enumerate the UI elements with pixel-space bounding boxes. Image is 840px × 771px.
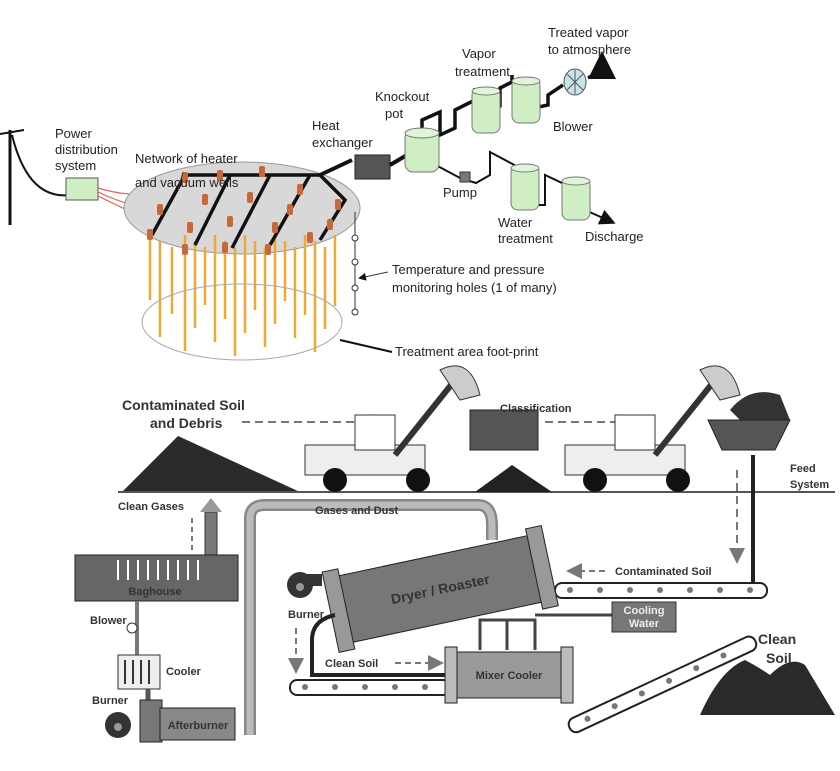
heater-well <box>307 232 313 243</box>
blower-label-bottom: Blower <box>90 615 127 627</box>
monitoring-hole <box>351 212 389 316</box>
blower-icon <box>126 622 138 634</box>
contaminated-soil-pile <box>122 436 300 492</box>
classified-pile <box>475 465 552 492</box>
mixer-cooler <box>444 646 574 704</box>
heater-well <box>202 194 208 205</box>
heater-well <box>335 199 341 210</box>
heater-well <box>297 184 303 195</box>
heat-exchanger <box>354 154 391 180</box>
vapor-treatment-1 <box>471 86 501 134</box>
heater-well <box>217 170 223 181</box>
front-loader-2 <box>564 365 741 492</box>
gases-dust-duct-inner <box>246 501 496 735</box>
heater-well <box>259 166 265 177</box>
treatment-footprint <box>141 283 343 361</box>
gases-dust-label: Gases and Dust <box>315 505 398 517</box>
heater-well <box>187 222 193 233</box>
feed-soil <box>730 392 790 420</box>
heater-well <box>182 244 188 255</box>
stack <box>204 511 218 558</box>
heater-well-legs <box>148 235 337 356</box>
heater-well <box>147 229 153 240</box>
clean-soil-conveyor-label: Clean Soil <box>325 658 378 670</box>
classification-label: Classification <box>500 403 572 415</box>
water-treatment-1 <box>510 163 540 211</box>
classification-hopper <box>469 409 539 451</box>
contaminated-soil-conveyor <box>554 582 768 599</box>
footprint-label: Treatment area foot-print <box>395 344 539 359</box>
cooling-water-lines <box>478 613 612 650</box>
burner-fan-left-icon <box>105 712 131 738</box>
baghouse-filters <box>117 560 199 580</box>
heater-well <box>247 192 253 203</box>
contaminated-soil-label: Contaminated Soil <box>615 566 712 578</box>
heater-wells <box>147 166 341 255</box>
clean-soil-conveyor <box>289 679 451 696</box>
afterburner <box>159 707 236 741</box>
knockout-pot <box>404 127 440 173</box>
power-pole <box>0 129 71 225</box>
heater-well <box>182 172 188 183</box>
footprint-pointer <box>339 339 393 353</box>
burner-fan-icon <box>287 572 322 598</box>
heater-well <box>227 216 233 227</box>
water-treatment-2 <box>561 176 591 221</box>
clean-gases-label: Clean Gases <box>118 501 184 513</box>
heater-well <box>157 204 163 215</box>
heater-well <box>327 219 333 230</box>
dryer-roaster: Dryer / Roaster <box>321 524 559 653</box>
blower-label: Blower <box>553 119 593 134</box>
power-distribution-box <box>65 177 99 201</box>
cooler-label: Cooler <box>166 666 202 678</box>
cooling-water-box <box>611 601 677 633</box>
discharge-label: Discharge <box>585 229 644 244</box>
front-loader-1 <box>304 365 481 492</box>
clean-gases-arrow-icon <box>200 498 222 512</box>
pump-label: Pump <box>443 185 477 200</box>
heater-well <box>287 204 293 215</box>
afterburner-label: Afterburner <box>168 720 229 732</box>
burner-dryer-label: Burner <box>288 609 325 621</box>
heater-well <box>265 244 271 255</box>
burner-left-label: Burner <box>92 695 129 707</box>
clean-soil-pile <box>700 660 835 715</box>
vapor-treatment-2 <box>511 76 541 124</box>
heater-well <box>222 242 228 253</box>
blower-icon <box>563 68 587 96</box>
cooler-fins <box>124 660 150 684</box>
heater-well <box>272 222 278 233</box>
mixer-cooler-label: Mixer Cooler <box>476 670 543 682</box>
baghouse <box>74 554 239 602</box>
network-pointer <box>177 171 184 191</box>
baghouse-label: Baghouse <box>128 586 181 598</box>
feed-hopper <box>707 419 791 451</box>
afterburner-end <box>139 699 163 743</box>
pump <box>459 171 471 183</box>
clean-soil-chute <box>310 613 450 677</box>
inclined-conveyor <box>567 635 758 734</box>
